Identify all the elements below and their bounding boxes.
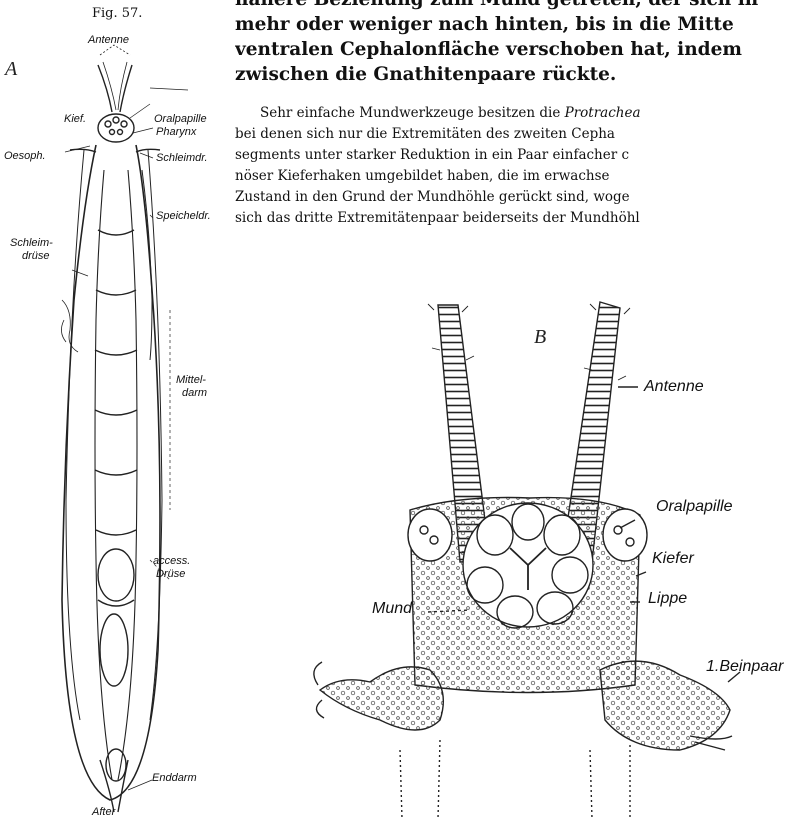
- label-a-after: After: [92, 806, 115, 818]
- body-text: nähere Beziehung zum Mund getreten, der …: [235, 0, 794, 229]
- label-a-mittel: Mittel-: [176, 374, 206, 386]
- label-a-druese: drüse: [22, 250, 50, 262]
- label-b-mund: Mund: [372, 600, 412, 618]
- label-a-schleimdr: Schleimdr.: [156, 152, 208, 164]
- text-line: Sehr einfache Mundwerkzeuge besitzen die…: [235, 103, 794, 124]
- text-line: zwischen die Gnathitenpaare rückte.: [235, 62, 794, 87]
- text-line: nähere Beziehung zum Mund getreten, der …: [235, 0, 794, 12]
- label-a-oralpapille: Oralpapille: [154, 113, 207, 125]
- text-line: bei denen sich nur die Extremitäten des …: [235, 124, 794, 145]
- label-a-antenne: Antenne: [88, 34, 129, 46]
- figure-b-drawing: [300, 290, 794, 819]
- label-a-schleim: Schleim-: [10, 237, 53, 249]
- taxon-name: Protrachea: [565, 105, 641, 121]
- label-a-enddarm: Enddarm: [152, 772, 197, 784]
- label-b-antenne: Antenne: [644, 378, 704, 396]
- label-b-kiefer: Kiefer: [652, 550, 694, 568]
- label-b-beinpaar: 1.Beinpaar: [706, 658, 783, 676]
- label-a-access: access.: [153, 555, 190, 567]
- text-line: ventralen Cephalonfläche verschoben hat,…: [235, 37, 794, 62]
- label-a-pharynx: Pharynx: [156, 126, 196, 138]
- label-a-darm: darm: [182, 387, 207, 399]
- text-line: sich das dritte Extremitätenpaar beiders…: [235, 208, 794, 229]
- text-line: mehr oder weniger nach hinten, bis in di…: [235, 12, 794, 37]
- text-line: nöser Kieferhaken umgebildet haben, die …: [235, 166, 794, 187]
- text-line: Zustand in den Grund der Mundhöhle gerüc…: [235, 187, 794, 208]
- text-line: segments unter starker Reduktion in ein …: [235, 145, 794, 166]
- paragraph: Sehr einfache Mundwerkzeuge besitzen die…: [235, 103, 794, 229]
- label-b-oralpapille: Oralpapille: [656, 498, 732, 516]
- label-a-speicheldr: Speicheldr.: [156, 210, 211, 222]
- para-start: Sehr einfache Mundwerkzeuge besitzen die: [260, 105, 565, 121]
- label-a-oesoph: Oesoph.: [4, 150, 46, 162]
- label-b-lippe: Lippe: [648, 590, 687, 608]
- label-a-kief: Kief.: [64, 113, 86, 125]
- label-a-druese2: Drüse: [156, 568, 185, 580]
